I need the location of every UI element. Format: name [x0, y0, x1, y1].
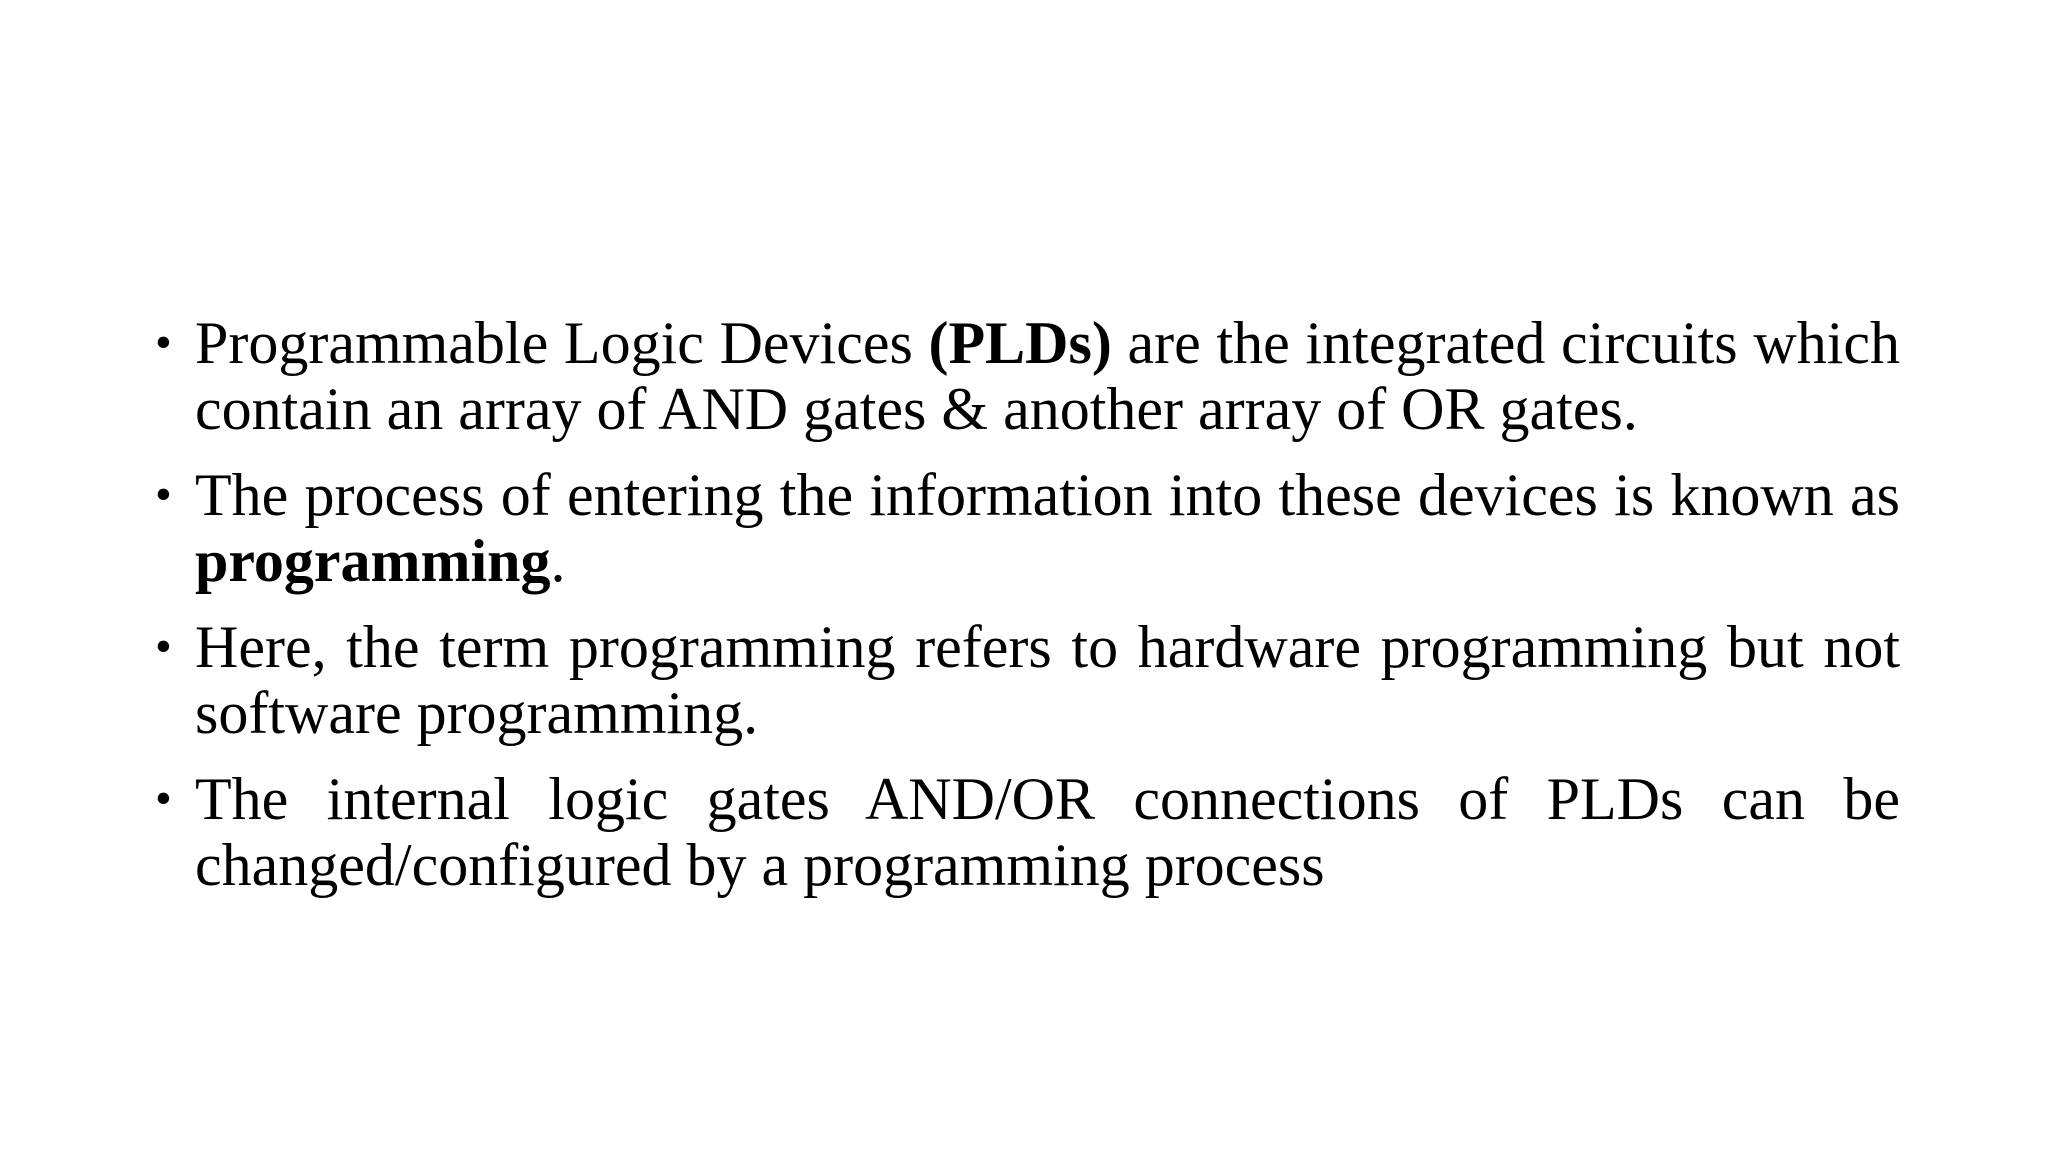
bullet-text: The internal logic gates AND/OR connecti…: [195, 766, 1900, 898]
bullet-marker: •: [155, 468, 172, 521]
bullet-item-hardware: • Here, the term programming refers to h…: [155, 614, 1900, 746]
bullet-bold-text: (PLDs): [928, 310, 1112, 376]
bullet-marker: •: [155, 316, 172, 369]
bullet-text: Here, the term programming refers to har…: [195, 614, 1900, 746]
bullet-marker: •: [155, 772, 172, 825]
bullet-marker: •: [155, 620, 172, 673]
bullet-item-internal-logic: • The internal logic gates AND/OR connec…: [155, 766, 1900, 898]
bullet-text: .: [550, 528, 566, 594]
bullet-item-plds: • Programmable Logic Devices (PLDs) are …: [155, 310, 1900, 442]
bullet-text: are the integrated circuits which contai…: [195, 310, 1900, 442]
bullet-list: • Programmable Logic Devices (PLDs) are …: [155, 310, 1900, 918]
bullet-text: Programmable Logic Devices: [195, 310, 929, 376]
bullet-bold-text: programming: [195, 528, 551, 594]
bullet-item-programming: • The process of entering the informatio…: [155, 462, 1900, 594]
bullet-text: The process of entering the information …: [195, 462, 1900, 528]
